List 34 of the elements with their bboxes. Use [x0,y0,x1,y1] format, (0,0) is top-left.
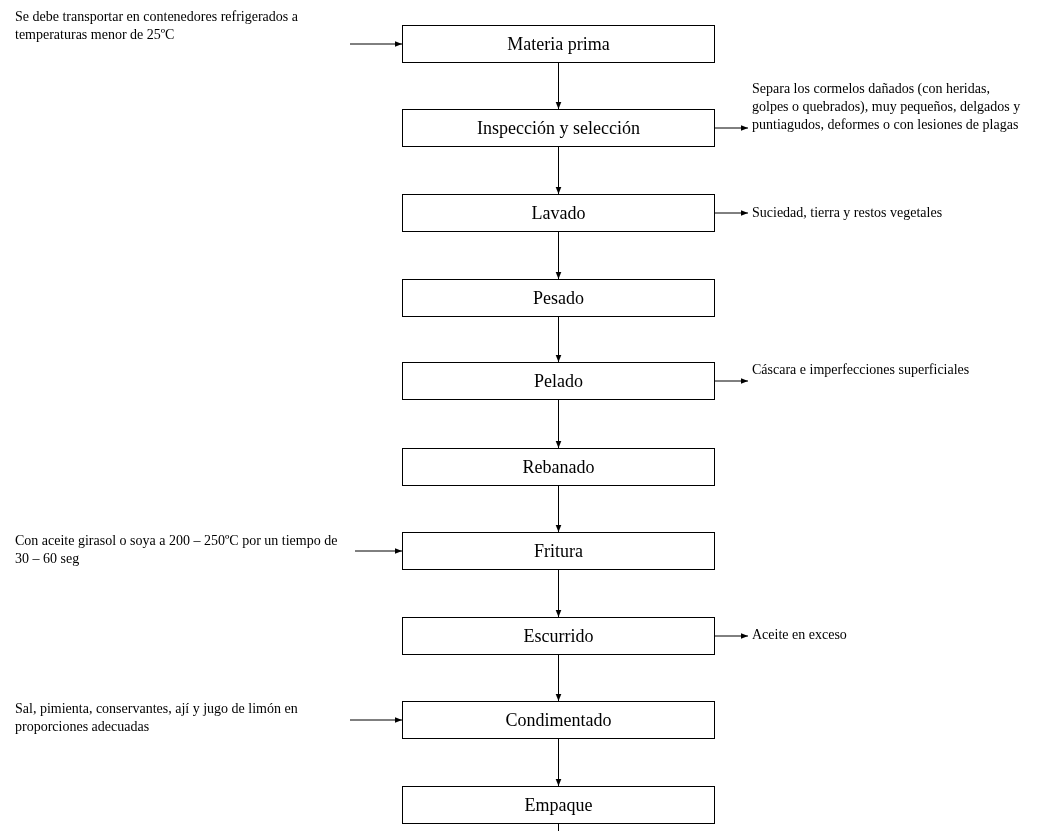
arrow [555,569,562,618]
arrow [555,231,562,280]
process-box: Condimentado [402,701,715,739]
arrow [555,654,562,702]
arrow [555,485,562,533]
arrow [555,316,562,363]
connector-line [558,823,559,831]
arrow [555,738,562,787]
note-text: Separa los cormelos dañados (con heridas, golpes o quebrados), muy pequeños, delgados y puntiagudos, deformes o con lesiones de plagas [752,80,1027,135]
note-text: Sal, pimienta, conservantes, ají y jugo de limón en proporciones adecuadas [15,700,345,737]
arrow [714,378,749,384]
process-box: Pesado [402,279,715,317]
process-box: Rebanado [402,448,715,486]
process-box: Inspección y selección [402,109,715,147]
process-box: Escurrido [402,617,715,655]
arrow [714,125,749,131]
note-text: Se debe transportar en contenedores refrigerados a temperaturas menor de 25ºC [15,8,345,45]
note-text: Cáscara e imperfecciones superficiales [752,361,972,380]
arrow [555,399,562,449]
process-box: Empaque [402,786,715,824]
arrow [349,717,403,723]
process-box: Pelado [402,362,715,400]
arrow [714,210,749,216]
arrow [555,146,562,195]
arrow [349,41,403,47]
note-text: Aceite en exceso [752,626,932,645]
arrow [555,62,562,110]
note-text: Con aceite girasol o soya a 200 – 250ºC por un tiempo de 30 – 60 seg [15,532,350,569]
process-box: Lavado [402,194,715,232]
process-box: Materia prima [402,25,715,63]
process-box: Fritura [402,532,715,570]
arrow [714,633,749,639]
arrow [354,548,403,554]
note-text: Suciedad, tierra y restos vegetales [752,204,1032,223]
